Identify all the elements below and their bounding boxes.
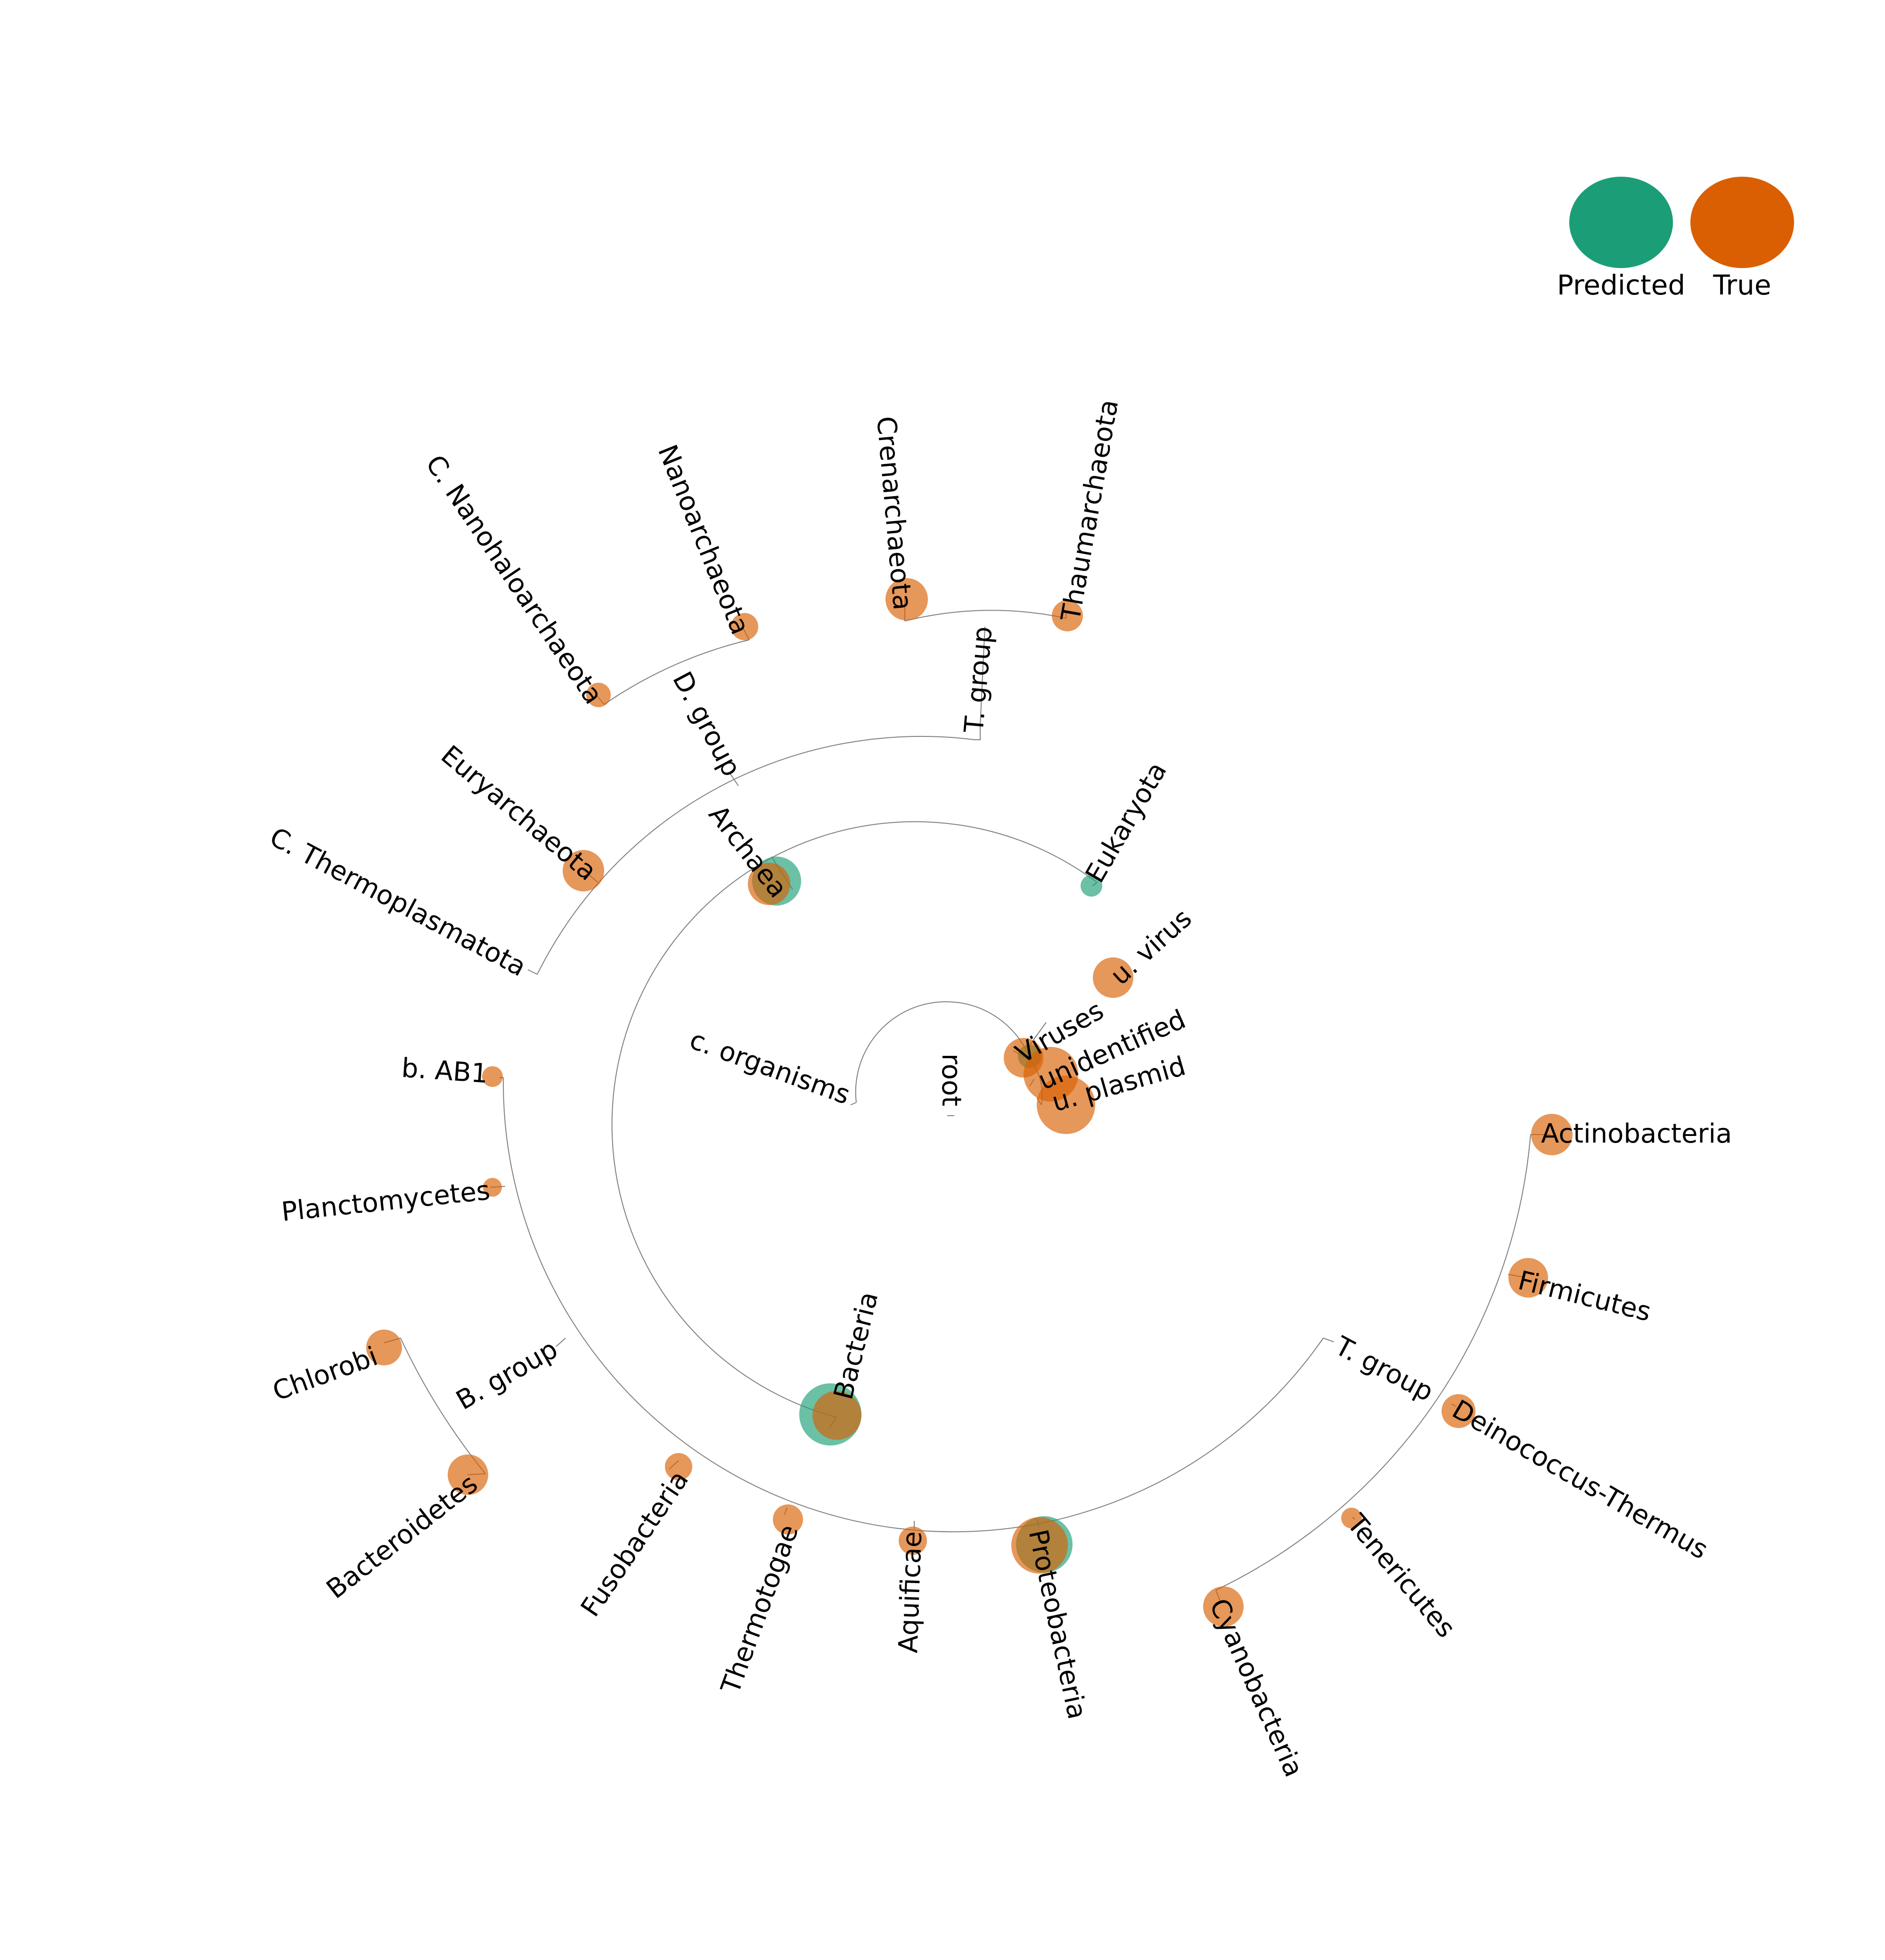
label-tgroup-bacteria: T. group xyxy=(1329,1331,1438,1408)
label-cthermoplasmatota: C. Thermoplasmatota xyxy=(265,822,531,983)
label-corganisms: c. organisms xyxy=(686,1024,854,1111)
branch-tgroup-a xyxy=(975,626,985,740)
branch-dgroup-arc xyxy=(604,639,750,705)
label-thermotogae: Thermotogae xyxy=(715,1521,805,1698)
legend-predicted-label: Predicted xyxy=(1557,269,1685,301)
marker-crenarchaeota-true xyxy=(885,578,928,621)
label-actinobacteria: Actinobacteria xyxy=(1541,1119,1732,1149)
label-euryarchaeota: Euryarchaeota xyxy=(435,740,602,887)
label-thaumarchaeota: Thaumarchaeota xyxy=(1056,397,1125,624)
label-bgroup: B. group xyxy=(451,1334,563,1416)
label-tgroup-archaea: T. group xyxy=(959,625,999,735)
label-nanoarchaeota: Nanoarchaeota xyxy=(652,441,755,639)
branch-bacteria-arc-left xyxy=(502,1077,1324,1533)
node-markers xyxy=(366,578,1573,1627)
branch-bgroup xyxy=(556,1338,566,1347)
marker-firmicutes-true xyxy=(1508,1258,1548,1298)
label-planctomycetes: Planctomycetes xyxy=(280,1175,492,1227)
marker-thaumarchaeota-true xyxy=(1052,600,1083,631)
marker-nanohalo-true xyxy=(586,683,611,707)
branch-tgroup-b xyxy=(1323,1338,1334,1342)
marker-planctomycetes-true xyxy=(483,1178,502,1197)
marker-deinococcus-true xyxy=(1442,1394,1475,1428)
label-crenarchaeota: Crenarchaeota xyxy=(870,415,918,612)
label-firmicutes: Firmicutes xyxy=(1515,1265,1654,1328)
marker-nanoarchaeota-true xyxy=(731,613,758,640)
branch-root-arc xyxy=(855,1001,1032,1103)
label-chlorobi: Chlorobi xyxy=(269,1341,382,1407)
marker-bacteroidetes-true xyxy=(448,1454,488,1495)
label-eukaryota: Eukaryota xyxy=(1080,757,1173,888)
marker-uplasmid-true xyxy=(1037,1076,1095,1134)
tree-branches xyxy=(384,597,1550,1602)
marker-proteobacteria-true xyxy=(1011,1517,1068,1574)
label-aquificae: Aquificae xyxy=(893,1531,928,1654)
label-bacteroidetes: Bacteroidetes xyxy=(321,1469,484,1605)
legend-predicted-swatch xyxy=(1569,177,1673,268)
marker-euryarchaeota-true xyxy=(563,850,604,891)
branch-corganisms-stub xyxy=(850,1102,857,1105)
label-dgroup: D. group xyxy=(666,667,747,782)
legend-true-swatch xyxy=(1690,177,1794,268)
legend: Predicted True xyxy=(1557,177,1794,301)
label-deinococcus-thermus: Deinococcus-Thermus xyxy=(1447,1394,1713,1566)
label-root: root xyxy=(936,1054,967,1106)
node-labels: root c. organisms Viruses unidentified u… xyxy=(265,397,1732,1781)
marker-actinobacteria-true xyxy=(1531,1114,1573,1155)
marker-cyanobacteria-true xyxy=(1203,1586,1244,1627)
branch-archaea-arc xyxy=(537,736,975,975)
marker-bacteria-true xyxy=(812,1391,861,1440)
label-proteobacteria: Proteobacteria xyxy=(1022,1527,1092,1722)
label-uvirus: u. virus xyxy=(1105,903,1198,991)
marker-chlorobi-true xyxy=(366,1330,402,1365)
marker-eukaryota-predicted xyxy=(1081,875,1102,897)
label-archaea: Archaea xyxy=(703,800,793,904)
legend-true-label: True xyxy=(1713,269,1771,301)
marker-tenericutes-true xyxy=(1341,1508,1362,1528)
label-bacteria: Bacteria xyxy=(828,1289,884,1403)
marker-thermotogae-true xyxy=(773,1504,803,1535)
branch-dgroup xyxy=(729,772,739,786)
branch-tgroup-a-arc xyxy=(904,610,1066,621)
branch-archaea-endcap xyxy=(527,969,538,975)
branch-corganisms-arc xyxy=(611,821,1098,1418)
label-bab1: b. AB1 xyxy=(401,1053,489,1089)
marker-archaea-true xyxy=(748,863,790,905)
marker-fusobacteria-true xyxy=(665,1453,692,1480)
marker-uvirus-true xyxy=(1093,957,1133,998)
label-cyanobacteria: Cyanobacteria xyxy=(1203,1594,1309,1781)
marker-aquificae-true xyxy=(899,1527,927,1555)
label-cnanohaloarchaeota: C. Nanohaloarchaeota xyxy=(419,449,609,710)
label-tenericutes: Tenericutes xyxy=(1341,1508,1461,1643)
marker-bab1-true xyxy=(482,1066,503,1087)
branch-tgroup-b-arc xyxy=(1215,1134,1531,1591)
label-fusobacteria: Fusobacteria xyxy=(575,1465,695,1622)
